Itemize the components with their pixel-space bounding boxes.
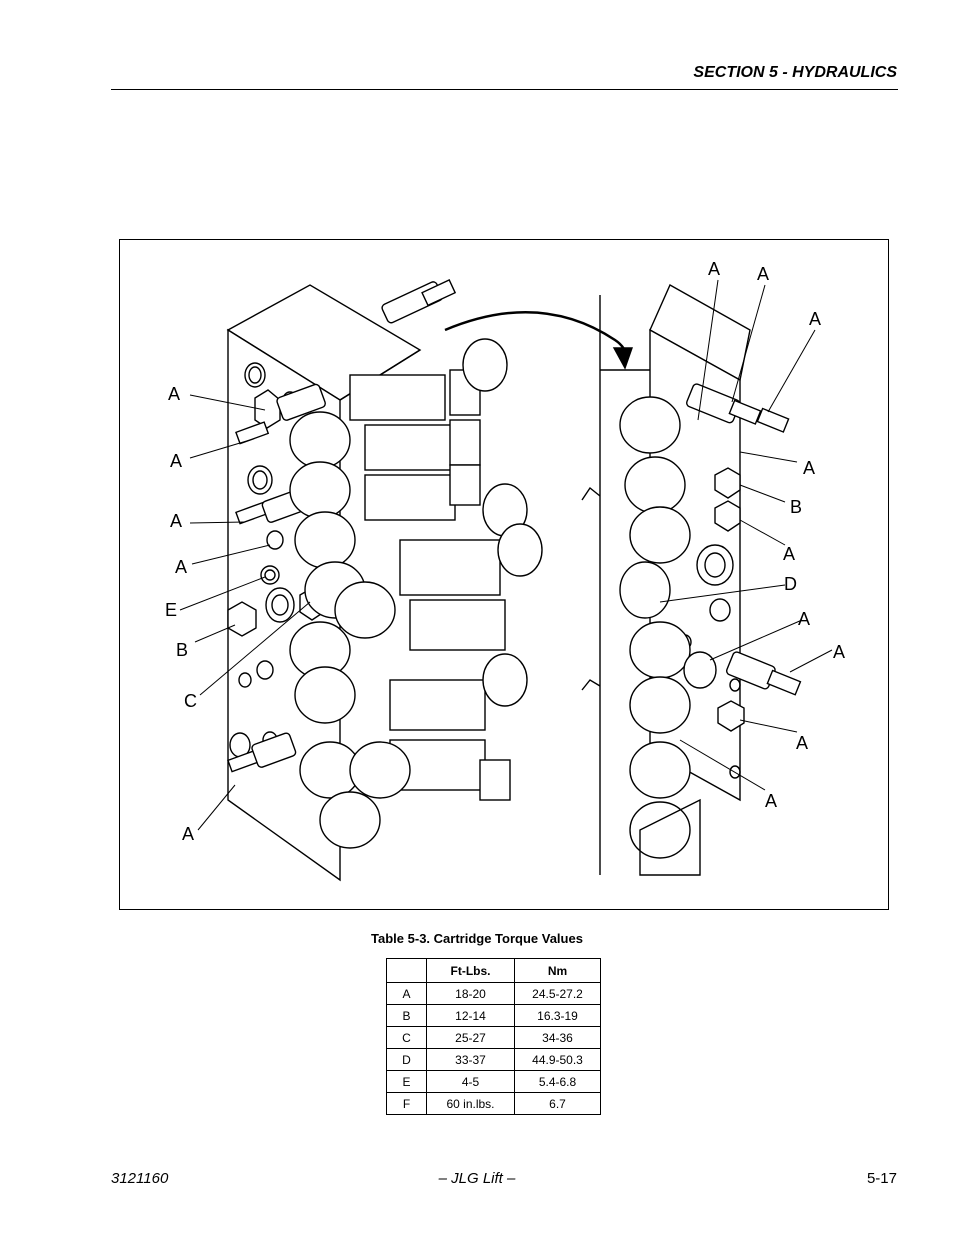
left-valve-block [226, 279, 543, 882]
cartridge-cell: A [386, 982, 427, 1005]
table-row: D 33-37 44.9-50.3 [386, 1048, 601, 1071]
ft-lbs-cell: 60 in.lbs. [426, 1092, 515, 1115]
right-valve-block [581, 284, 802, 876]
ft-lbs-cell: 25-27 [426, 1026, 515, 1049]
callout-right-4: B [790, 497, 802, 517]
nm-cell: 16.3-19 [514, 1004, 601, 1027]
ft-lbs-cell: 33-37 [426, 1048, 515, 1071]
nm-cell: 24.5-27.2 [514, 982, 601, 1005]
cartridge-cell: F [386, 1092, 427, 1115]
callout-left-2: A [170, 511, 182, 531]
callout-right-1: A [757, 264, 769, 284]
callout-right-3: A [803, 458, 815, 478]
callout-left-1: A [170, 451, 182, 471]
table-row: C 25-27 34-36 [386, 1026, 601, 1049]
header-cell-nm: Nm [514, 958, 601, 983]
table-row: F 60 in.lbs. 6.7 [386, 1092, 601, 1115]
header-cell-blank [386, 958, 427, 983]
callout-right-9: A [796, 733, 808, 753]
callout-right-2: A [809, 309, 821, 329]
valve-assembly-drawing: A A A A E B C A A A A A B A D A A A A [165, 259, 845, 882]
callout-right-8: A [833, 642, 845, 662]
right-callouts: A A A A B A D A A A A [708, 259, 845, 811]
table-header-row: Ft-Lbs. Nm [386, 958, 601, 983]
table-row: E 4-5 5.4-6.8 [386, 1070, 601, 1093]
footer-publisher: – JLG Lift – [438, 1170, 516, 1187]
callout-right-0: A [708, 259, 720, 279]
nm-cell: 5.4-6.8 [514, 1070, 601, 1093]
cartridge-cell: B [386, 1004, 427, 1027]
ft-lbs-cell: 12-14 [426, 1004, 515, 1027]
nm-cell: 34-36 [514, 1026, 601, 1049]
footer-doc-number: 3121160 [111, 1170, 169, 1187]
callout-left-0: A [168, 384, 180, 404]
table-row: A 18-20 24.5-27.2 [386, 982, 601, 1005]
callout-right-6: D [784, 574, 797, 594]
callout-left-3: A [175, 557, 187, 577]
table-row: B 12-14 16.3-19 [386, 1004, 601, 1027]
callout-left-5: B [176, 640, 188, 660]
callout-right-7: A [798, 609, 810, 629]
nm-cell: 44.9-50.3 [514, 1048, 601, 1071]
header-rule [111, 89, 898, 90]
cartridge-cell: C [386, 1026, 427, 1049]
right-leader-lines [659, 279, 833, 791]
ft-lbs-cell: 4-5 [426, 1070, 515, 1093]
callout-left-7: A [182, 824, 194, 844]
callout-right-10: A [765, 791, 777, 811]
left-leader-lines [179, 394, 311, 831]
ft-lbs-cell: 18-20 [426, 982, 515, 1005]
callout-right-5: A [783, 544, 795, 564]
valve-assembly-figure: A A A A E B C A A A A A B A D A A A A [119, 239, 889, 910]
footer-page-number: 5-17 [866, 1170, 897, 1187]
section-header-title: SECTION 5 - HYDRAULICS [693, 64, 897, 81]
nm-cell: 6.7 [514, 1092, 601, 1115]
header-cell-ft-lbs: Ft-Lbs. [426, 958, 515, 983]
torque-table: Ft-Lbs. Nm A 18-20 24.5-27.2 B 12-14 16.… [386, 958, 601, 1115]
cartridge-cell: E [386, 1070, 427, 1093]
cartridge-cell: D [386, 1048, 427, 1071]
callout-left-6: C [184, 691, 197, 711]
left-callouts: A A A A E B C A [165, 384, 197, 844]
table-caption: Table 5-3. Cartridge Torque Values [371, 931, 583, 946]
callout-left-4: E [165, 600, 177, 620]
